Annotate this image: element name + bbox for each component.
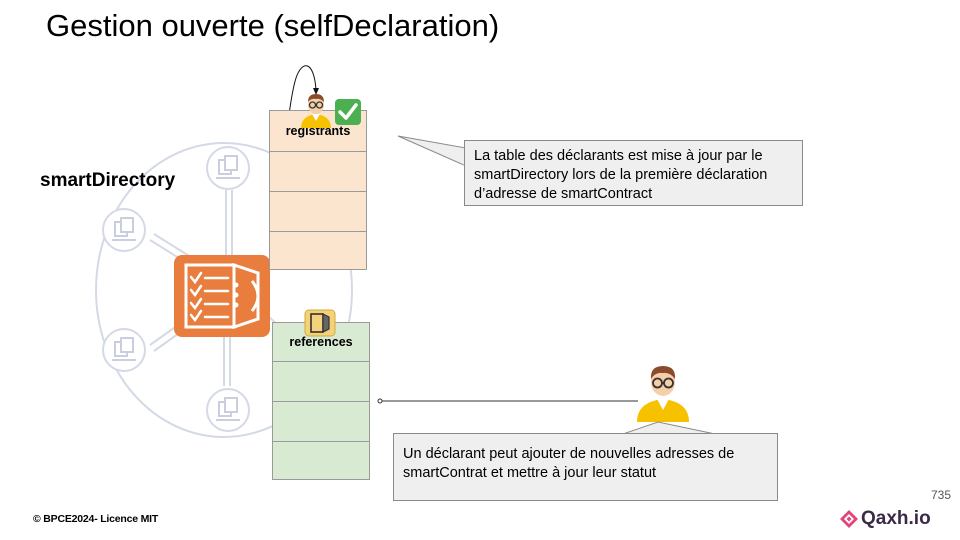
copyright-text: BPCE2024- Licence MIT [43, 513, 159, 525]
table-row [270, 191, 366, 231]
smart-directory-icon [174, 255, 270, 337]
declarant-callout: Un déclarant peut ajouter de nouvelles a… [393, 433, 778, 501]
page-number: 735 [931, 488, 952, 502]
declarant-person-icon [637, 366, 689, 422]
qaxh-logo-icon [840, 510, 858, 528]
check-mark-icon [335, 99, 361, 125]
table-row [270, 151, 366, 191]
copyright-icon: © [33, 513, 41, 525]
copyright-notice: © BPCE2024- Licence MIT [33, 513, 158, 525]
reference-doc-icon [304, 309, 336, 337]
registrants-table: registrants [269, 110, 367, 270]
table-row [273, 401, 369, 441]
registrants-callout: La table des déclarants est mise à jour … [464, 140, 803, 206]
qaxh-logo-text: Qaxh.io [861, 508, 931, 529]
qaxh-logo: Qaxh.io [839, 508, 931, 530]
smart-directory-label: smartDirectory [40, 170, 176, 191]
table-row [273, 361, 369, 401]
callout-pointer [397, 135, 467, 167]
table-row [273, 441, 369, 481]
table-row [270, 231, 366, 271]
references-table: references [272, 322, 370, 480]
slide-title: Gestion ouverte (selfDeclaration) [46, 8, 500, 43]
declarant-person-icon [301, 94, 331, 128]
references-header: references [289, 335, 353, 349]
